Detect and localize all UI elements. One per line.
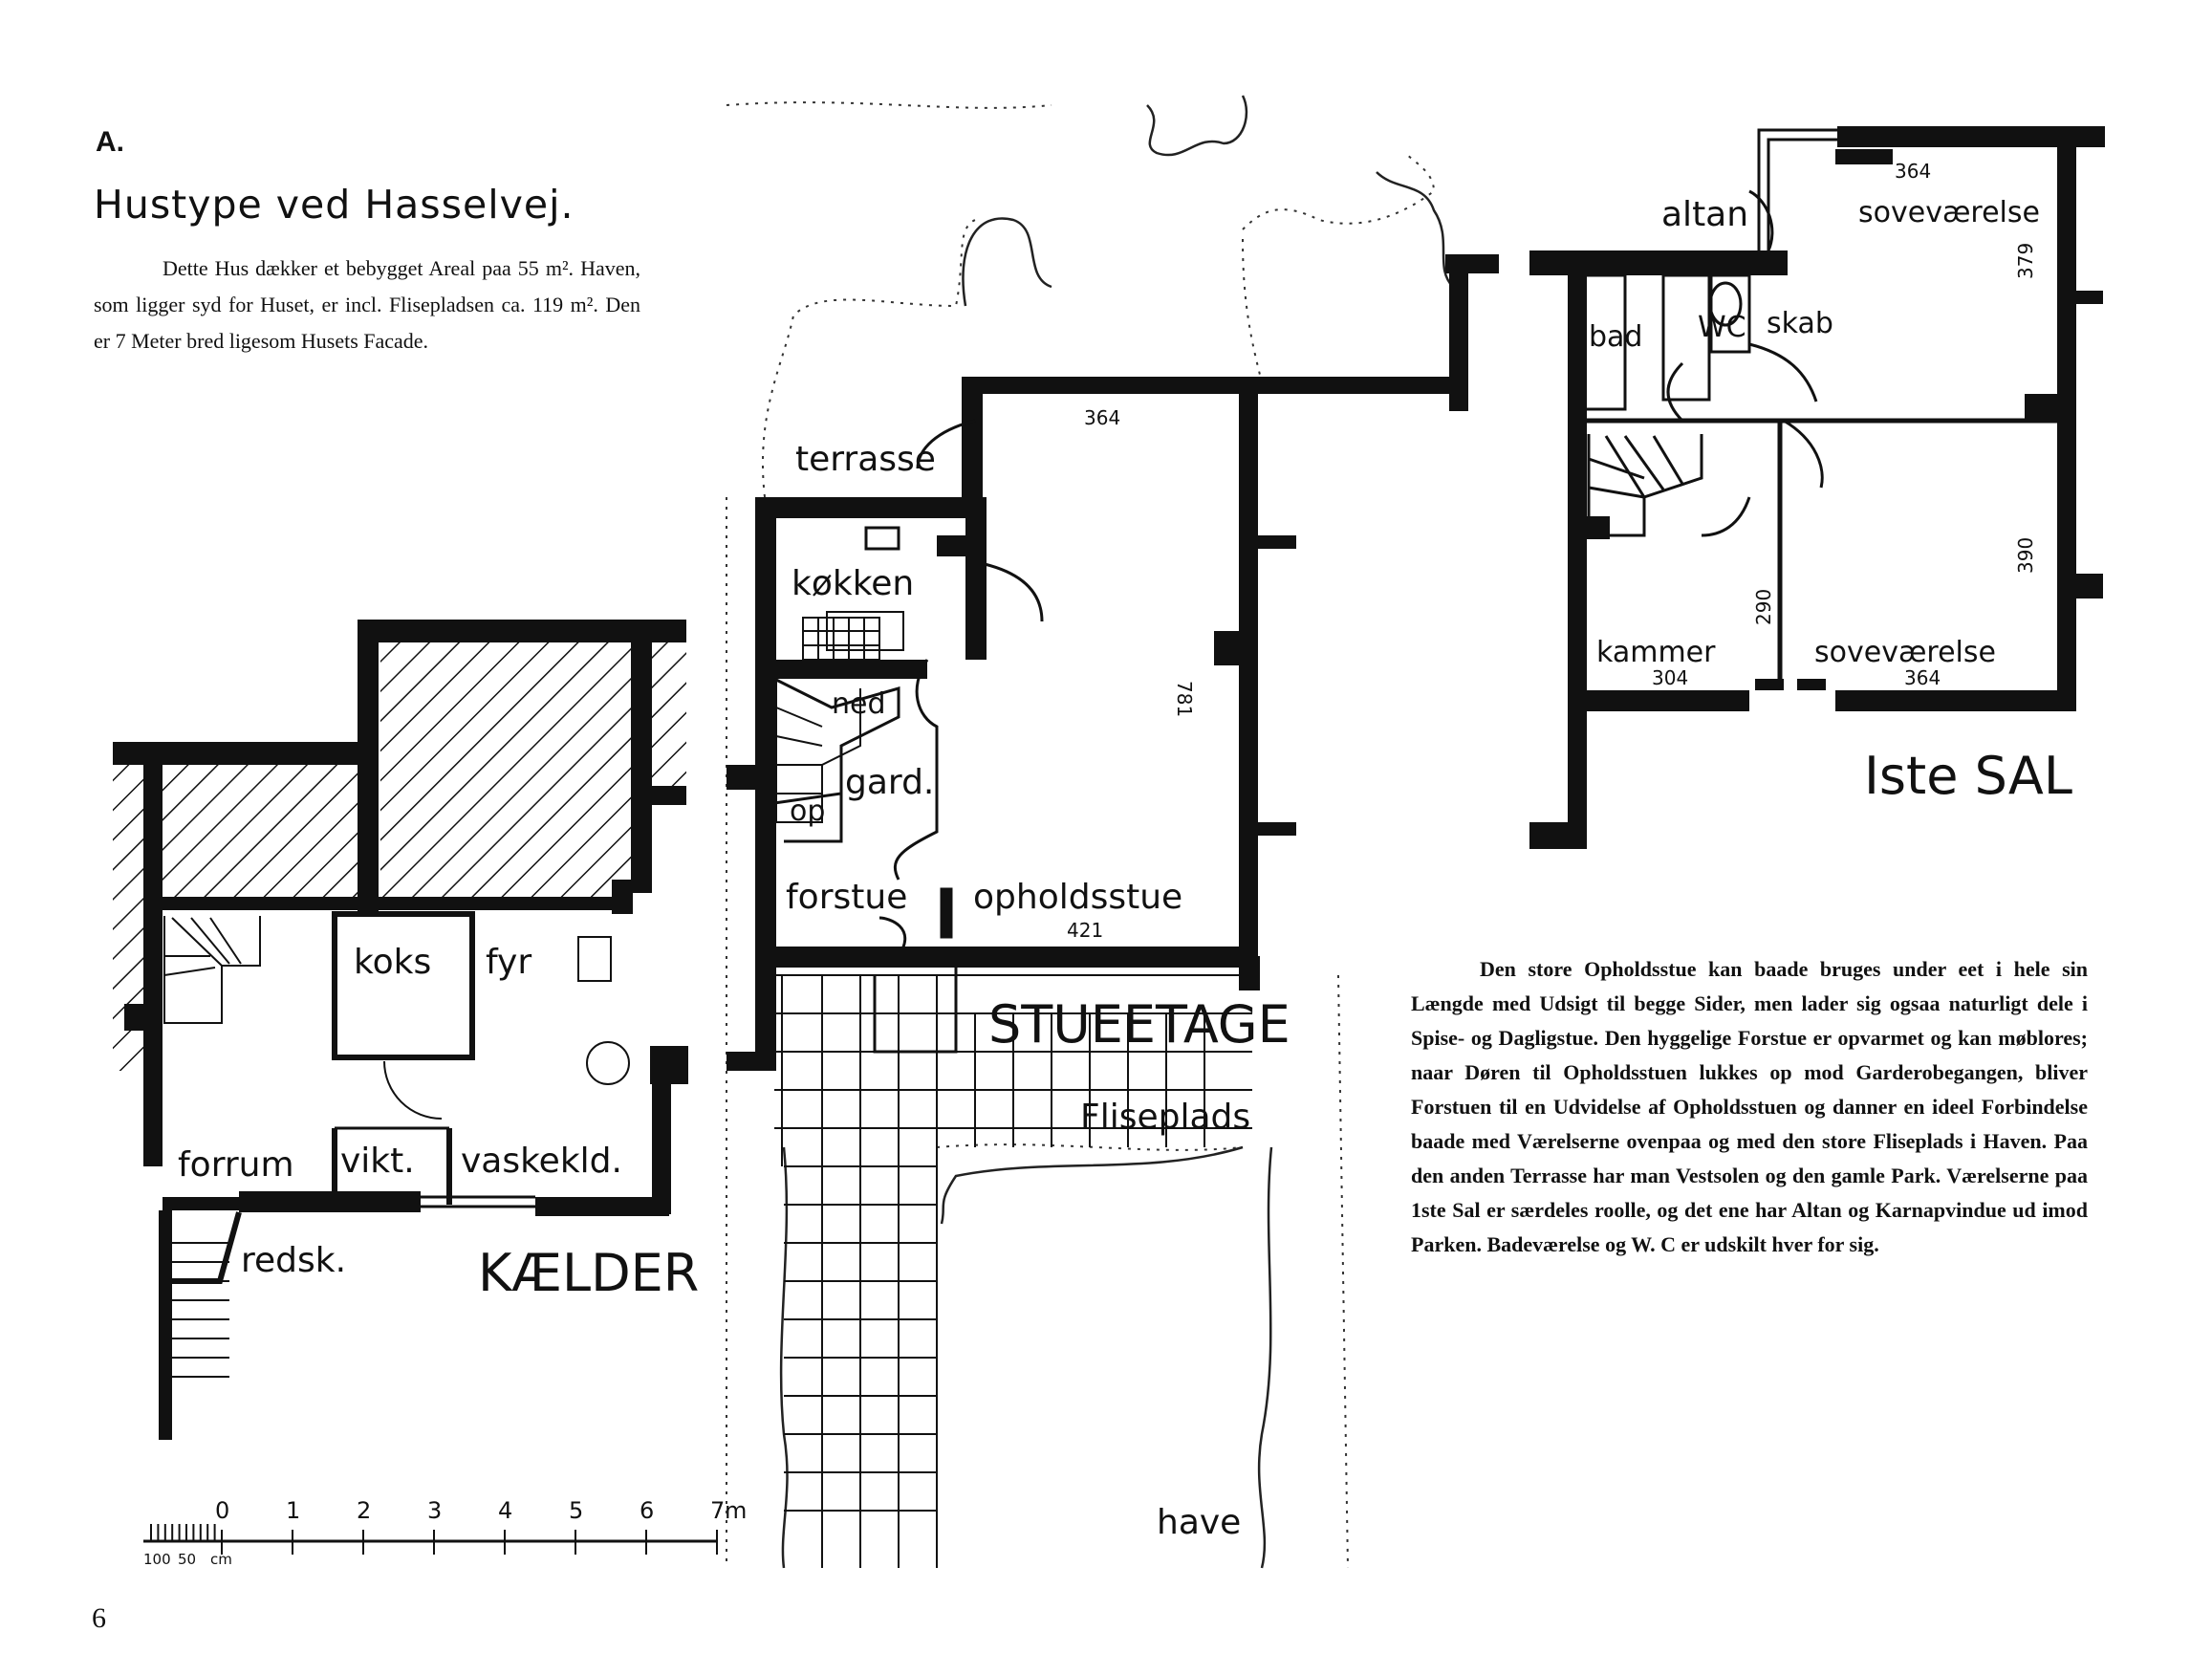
dimension-label: 379	[2014, 243, 2037, 279]
ground-floor-plan: terrasse køkken ned gard. op forstue oph…	[726, 95, 1499, 1569]
kitchen-tiles	[802, 617, 880, 661]
room-label-opholdsstue: opholdsstue	[973, 878, 1182, 917]
first-floor-title: Iste SAL	[1864, 746, 2072, 806]
basement-plan: koks fyr forrum vikt. vaskekld. redsk. K…	[113, 620, 747, 1568]
scale-label: 0	[215, 1497, 229, 1524]
ground-floor-title: STUEETAGE	[988, 994, 1290, 1055]
intro-paragraph: Dette Hus dækker et bebygget Areal paa 5…	[94, 256, 640, 353]
scale-label: 3	[427, 1497, 442, 1524]
unexcavated-area	[380, 642, 631, 906]
room-label-kammer: kammer	[1596, 636, 1716, 669]
room-label-kokken: køkken	[792, 564, 914, 603]
room-label-ned: ned	[832, 687, 886, 721]
scale-label: 7	[710, 1497, 725, 1524]
room-label-wc: WC	[1698, 311, 1746, 344]
description-paragraph: Den store Opholdsstue kan baade bruges u…	[1411, 957, 2088, 1256]
dimension-label: 390	[2014, 537, 2037, 574]
garden-outline	[779, 95, 1455, 1569]
room-label-skab: skab	[1767, 307, 1833, 340]
room-label-terrasse: terrasse	[795, 440, 936, 479]
scale-sub-label: 100	[143, 1551, 171, 1568]
room-label-fliseplads: Fliseplads	[1080, 1098, 1250, 1137]
scale-label: 6	[640, 1497, 654, 1524]
room-label-have: have	[1157, 1503, 1241, 1542]
garden-hedge	[726, 101, 1436, 1569]
first-floor-plan: altan soveværelse 364 379 bad WC skab 39…	[1529, 126, 2105, 849]
scale-bar: 0 1 2 3 4 5 6 7 100 50 cm m	[143, 1497, 747, 1568]
room-label-bad: bad	[1589, 320, 1642, 354]
scale-unit: m	[725, 1497, 747, 1524]
room-label-redsk: redsk.	[241, 1241, 346, 1280]
dimension-label: 290	[1752, 589, 1775, 625]
room-label-koks: koks	[354, 943, 431, 982]
scale-label: 2	[357, 1497, 371, 1524]
unexcavated-area	[650, 642, 686, 786]
room-label-gard: gard.	[845, 763, 934, 802]
room-label-altan: altan	[1661, 195, 1748, 234]
dimension-label: 304	[1652, 666, 1688, 689]
dimension-label: 781	[1173, 681, 1196, 717]
scale-label: 5	[569, 1497, 583, 1524]
page-title: Hustype ved Hasselvej.	[94, 182, 575, 228]
room-label-forrum: forrum	[178, 1145, 294, 1185]
dimension-label: 364	[1904, 666, 1941, 689]
room-label-forstue: forstue	[786, 878, 907, 917]
section-letter: A.	[96, 126, 124, 158]
scale-sub-label: cm	[210, 1551, 232, 1568]
basement-title: KÆLDER	[478, 1243, 699, 1303]
scale-sub-label: 50	[178, 1551, 196, 1568]
unexcavated-area	[161, 765, 369, 906]
paving-grid	[774, 974, 1252, 1568]
scale-label: 4	[498, 1497, 512, 1524]
dimension-label: 364	[1084, 406, 1120, 429]
scale-label: 1	[286, 1497, 300, 1524]
dimension-label: 421	[1067, 919, 1103, 942]
room-label-op: op	[790, 794, 825, 828]
room-label-vikt: vikt.	[340, 1142, 415, 1181]
page-number: 6	[92, 1602, 106, 1634]
room-label-vaskekld: vaskekld.	[461, 1142, 622, 1181]
room-label-fyr: fyr	[486, 943, 531, 982]
dimension-label: 364	[1895, 160, 1931, 183]
room-label-sovevaerelse-top: soveværelse	[1858, 196, 2040, 229]
room-label-sovevaerelse-bottom: soveværelse	[1814, 636, 1996, 669]
